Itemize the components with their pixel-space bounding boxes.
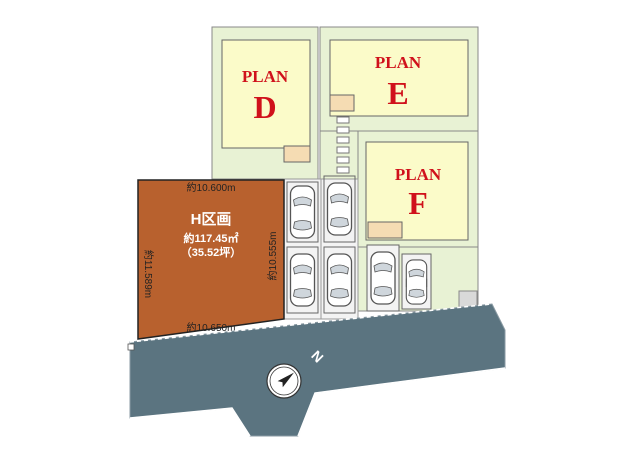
lot-h-name: H区画 <box>191 211 232 228</box>
lot-h-dim-top: 約10.600m <box>187 181 236 194</box>
plan-d-letter: D <box>253 89 276 125</box>
lot-h-dim-left: 約11.589m <box>142 250 155 298</box>
house-d <box>221 39 311 149</box>
plan-d-label: PLAN D <box>242 67 289 125</box>
north-arrow-icon <box>266 363 302 399</box>
car-icon <box>289 253 316 307</box>
plan-e-label: PLAN E <box>375 53 422 111</box>
car-icon <box>326 253 353 307</box>
plan-f-title: PLAN <box>395 165 442 184</box>
porch-d <box>283 145 311 163</box>
car-icon <box>326 182 353 236</box>
porch-f <box>367 221 403 239</box>
plan-e-letter: E <box>387 75 408 111</box>
car-icon <box>370 251 396 305</box>
boundary-marker <box>127 343 135 351</box>
car-icon <box>405 259 428 305</box>
plan-f-letter: F <box>408 185 428 221</box>
stepping-stones <box>336 116 350 174</box>
plan-e-title: PLAN <box>375 53 422 72</box>
lot-h-dim-right: 約10.555m <box>266 232 279 281</box>
parking-spaces-de <box>286 175 356 314</box>
road-curb-line <box>129 303 493 343</box>
lot-h <box>137 179 285 340</box>
lot-h-dim-bottom: 約10.650m <box>187 321 236 334</box>
plan-d-title: PLAN <box>242 67 289 86</box>
lot-h-area-tsubo: （35.52坪） <box>181 246 242 259</box>
utility-box <box>458 290 478 308</box>
car-icon <box>289 185 316 239</box>
road-corner-edge <box>129 367 506 437</box>
porch-e <box>329 94 355 112</box>
lot-h-area-sqm: 約117.45㎡ <box>183 231 238 245</box>
plan-f-label: PLAN F <box>395 165 442 221</box>
